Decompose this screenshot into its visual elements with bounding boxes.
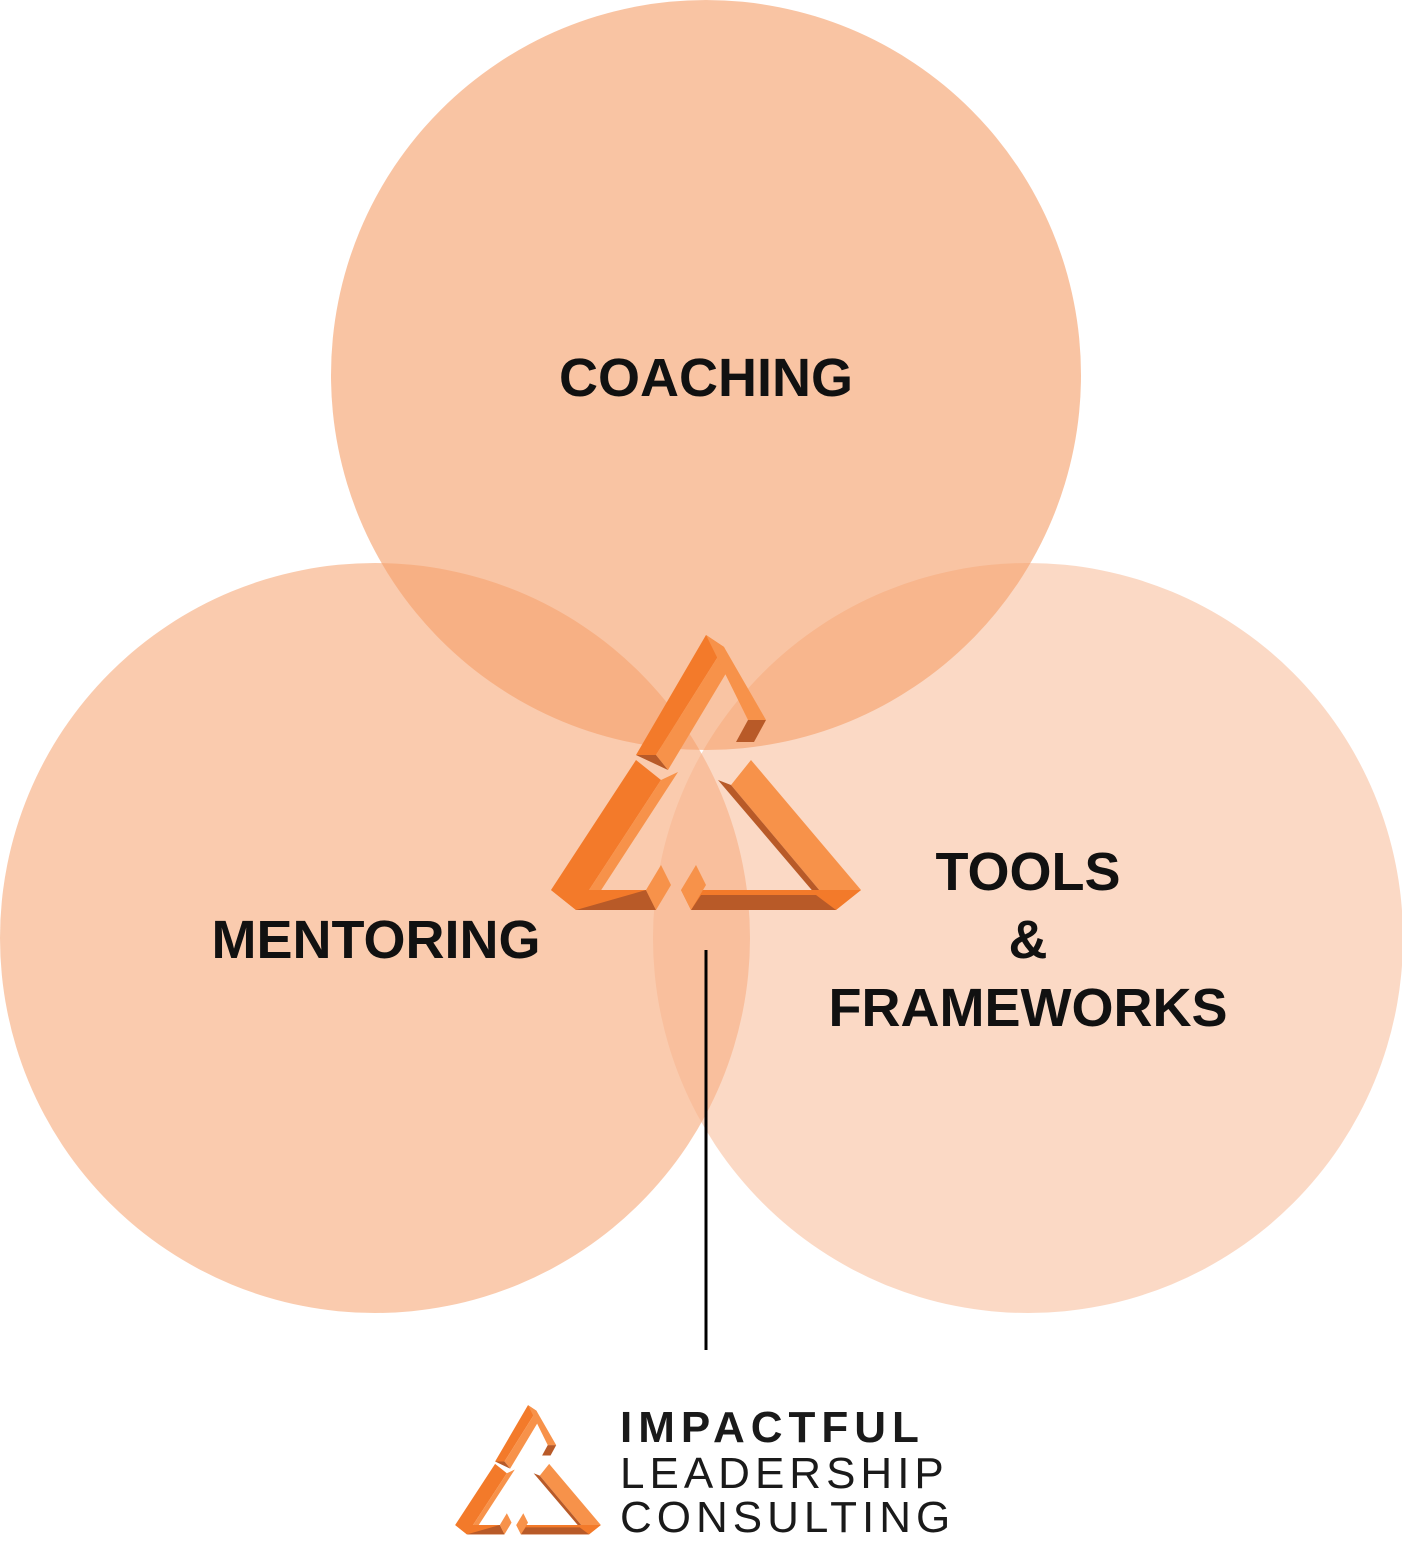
mentoring-circle — [0, 563, 750, 1313]
frameworks-label: FRAMEWORKS — [829, 978, 1228, 1038]
brand-line-impactful: IMPACTFUL — [620, 1403, 925, 1452]
brand-line-consulting: CONSULTING — [620, 1493, 955, 1542]
brand-triangle-logo-icon — [455, 1405, 601, 1535]
center-triangle-logo-icon — [551, 635, 861, 910]
ampersand-label: & — [1009, 910, 1048, 970]
coaching-circle — [331, 0, 1081, 750]
brand-line-leadership: LEADERSHIP — [620, 1449, 949, 1498]
mentoring-label: MENTORING — [211, 910, 540, 970]
tools-frameworks-circle — [653, 563, 1402, 1313]
tools-label: TOOLS — [935, 842, 1120, 902]
coaching-label: COACHING — [559, 348, 853, 408]
